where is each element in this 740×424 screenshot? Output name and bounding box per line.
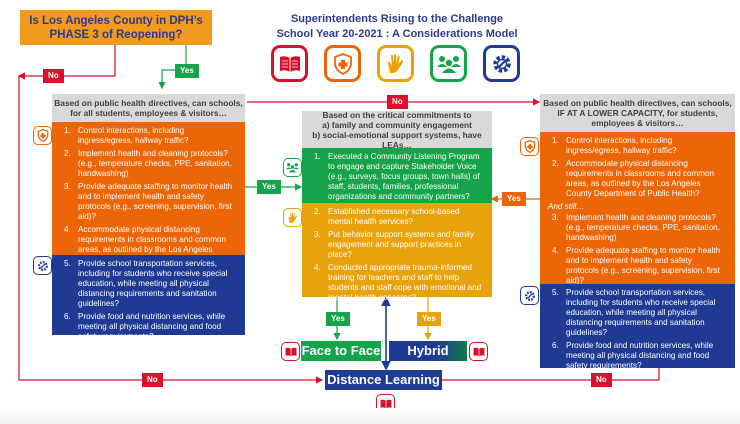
- yes-label-hybrid: Yes: [417, 312, 441, 326]
- book-icon: [469, 342, 488, 361]
- list-item: 3.Implement health and cleaning protocol…: [552, 213, 720, 242]
- health-shield-icon: [33, 126, 52, 145]
- list-item: 5.Provide school transportation services…: [64, 259, 228, 308]
- list-item: 3.Provide adequate staffing to monitor h…: [64, 182, 233, 221]
- center-support-block: 2.Established necessary school-based men…: [302, 203, 492, 302]
- gear-wrench-icon: [483, 45, 520, 82]
- list-item: 1.Executed a Community Listening Program…: [314, 152, 480, 201]
- and-still-text: And still…: [548, 202, 585, 211]
- center-panel-heading: Based on the critical commitments to a) …: [302, 109, 492, 150]
- book-icon: [281, 342, 300, 361]
- list-item: 4.Provide adequate staffing to monitor h…: [552, 246, 721, 285]
- yes-line-phase: [158, 45, 187, 90]
- left-operations-block: 5.Provide school transportation services…: [52, 255, 245, 341]
- left-health-block: 1.Control interactions, including ingres…: [52, 122, 245, 264]
- left-panel-heading: Based on public health directives, can s…: [52, 94, 245, 122]
- no-line-right-bottom: [442, 368, 660, 381]
- right-operations-block: 5.Provide school transportation services…: [540, 284, 735, 370]
- center-heading-line-2: a) family and community engagement: [322, 119, 472, 130]
- list-item: 6.Provide food and nutrition services, w…: [552, 341, 714, 370]
- list-item: 2.Established necessary school-based men…: [314, 207, 460, 226]
- center-heading-line-3: b) social-emotional support systems, hav…: [312, 129, 482, 150]
- page-title: Superintendents Rising to the Challenge …: [262, 12, 532, 42]
- distance-learning-box: Distance Learning: [325, 370, 442, 390]
- no-line-phase: [17, 45, 116, 80]
- book-icon: [271, 45, 308, 82]
- people-group-icon: [430, 45, 467, 82]
- list-item: 6.Provide food and nutrition services, w…: [64, 312, 226, 341]
- yes-label-phase: Yes: [175, 64, 199, 78]
- yes-label-face: Yes: [326, 312, 350, 326]
- health-shield-icon: [324, 45, 361, 82]
- no-label-right-bottom: No: [591, 373, 612, 387]
- center-engagement-block: 1.Executed a Community Listening Program…: [302, 148, 492, 203]
- health-shield-icon: [520, 137, 539, 156]
- list-item: 2.Accommodate physical distancing requir…: [552, 159, 714, 198]
- face-to-face-box: Face to Face: [301, 341, 381, 361]
- gear-wrench-icon: [520, 286, 539, 305]
- gear-wrench-icon: [33, 256, 52, 275]
- right-health-block: 1.Control interactions, including ingres…: [540, 132, 735, 285]
- right-panel-heading: Based on public health directives, can s…: [540, 94, 735, 132]
- list-item: 2.Implement health and cleaning protocol…: [64, 149, 232, 178]
- no-line-left-bottom: [18, 76, 324, 384]
- title-line-2: School Year 20-2021 : A Considerations M…: [276, 28, 518, 40]
- helping-hand-icon: [283, 208, 302, 227]
- list-item: 1.Control interactions, including ingres…: [64, 126, 189, 145]
- phase-question-box: Is Los Angeles County in DPH’s PHASE 3 o…: [20, 10, 212, 45]
- yes-label-left-center: Yes: [257, 180, 281, 194]
- center-heading-line-1: Based on the critical commitments to: [322, 109, 472, 120]
- list-item: 3.Put behavior support systems and famil…: [314, 230, 474, 259]
- list-item: 1.Control interactions, including ingres…: [552, 136, 677, 155]
- people-group-icon: [283, 158, 302, 177]
- list-item: 5.Provide school transportation services…: [552, 288, 716, 337]
- no-label-phase: No: [43, 69, 64, 83]
- hybrid-box: Hybrid: [389, 341, 467, 361]
- title-line-1: Superintendents Rising to the Challenge: [290, 13, 504, 25]
- no-label-left-right: No: [387, 95, 408, 109]
- helping-hand-icon: [377, 45, 414, 82]
- yes-label-right-center: Yes: [502, 192, 526, 206]
- bottom-shade: [0, 408, 740, 424]
- no-label-left-bottom: No: [142, 373, 163, 387]
- list-item: 4.Conducted appropriate trauma-informed …: [314, 263, 482, 302]
